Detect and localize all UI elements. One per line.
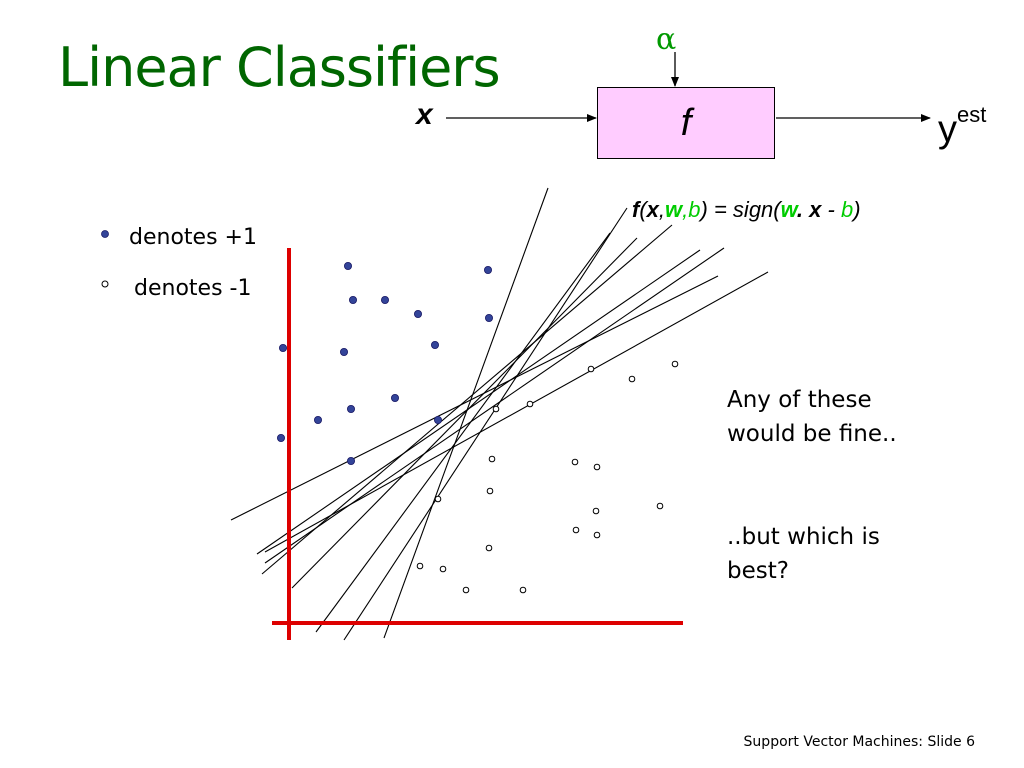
function-box: f: [597, 87, 775, 159]
separator-line-0: [383, 187, 549, 639]
alpha-symbol: α: [656, 22, 677, 57]
positive-point: [348, 295, 357, 304]
negative-point: [416, 562, 424, 570]
positive-point: [484, 313, 493, 322]
positive-point: [278, 343, 287, 352]
output-y: y: [938, 108, 957, 151]
separator-line-7: [230, 275, 719, 521]
positive-point: [313, 415, 322, 424]
input-x-label: x: [416, 98, 433, 131]
formula-w2: w: [780, 197, 797, 222]
separator-line-3: [291, 237, 638, 589]
negative-point: [671, 360, 679, 368]
negative-point: [628, 375, 636, 383]
note-which-best: ..but which is best?: [727, 520, 880, 588]
legend-positive-label: denotes +1: [129, 225, 257, 250]
formula-minus: -: [821, 197, 841, 222]
formula-b2: b: [840, 197, 854, 222]
legend-negative-marker: [101, 280, 109, 288]
negative-point: [462, 586, 470, 594]
formula-dot: .: [796, 197, 810, 222]
formula-x2: x: [809, 197, 822, 222]
positive-point: [346, 404, 355, 413]
legend-negative-label: denotes -1: [134, 276, 252, 301]
function-label: f: [680, 101, 692, 144]
negative-point: [439, 565, 447, 573]
note-line-1a: Any of these: [727, 387, 872, 413]
slide-footer: Support Vector Machines: Slide 6: [743, 734, 975, 750]
positive-point: [380, 295, 389, 304]
separator-line-6: [264, 247, 725, 564]
negative-point: [492, 405, 500, 413]
formula-mid: ) = sign(: [700, 197, 781, 222]
positive-point: [276, 433, 285, 442]
note-line-2a: ..but which is: [727, 524, 880, 550]
formula-comma2: ,: [682, 197, 689, 222]
note-line-2b: best?: [727, 558, 789, 584]
positive-point: [430, 340, 439, 349]
formula-b: b: [688, 197, 701, 222]
legend-negative: denotes -1: [100, 276, 251, 301]
negative-point: [572, 526, 580, 534]
formula-x: x: [646, 197, 659, 222]
positive-point: [339, 347, 348, 356]
separator-line-5: [256, 249, 701, 555]
positive-point: [346, 456, 355, 465]
negative-point: [656, 502, 664, 510]
negative-point: [593, 531, 601, 539]
positive-point: [413, 309, 422, 318]
negative-point: [434, 495, 442, 503]
negative-point: [571, 458, 579, 466]
legend-positive-marker: [101, 230, 109, 238]
separator-line-8: [264, 271, 769, 553]
positive-point: [483, 265, 492, 274]
negative-point: [519, 586, 527, 594]
negative-point: [587, 365, 595, 373]
negative-point: [488, 455, 496, 463]
separator-line-1: [343, 207, 628, 641]
output-est: est: [957, 102, 987, 127]
formula-comma1: ,: [658, 197, 666, 222]
classifier-formula: f(x,w,b) = sign(w. x - b): [632, 197, 861, 223]
output-y-est-label: yest: [938, 102, 986, 152]
negative-point: [526, 400, 534, 408]
positive-point: [433, 415, 442, 424]
separator-lines: [230, 187, 769, 641]
positive-point: [390, 393, 399, 402]
note-any-fine: Any of these would be fine..: [727, 383, 897, 451]
note-line-1b: would be fine..: [727, 421, 897, 447]
negative-point: [486, 487, 494, 495]
negative-point: [485, 544, 493, 552]
negative-point: [592, 507, 600, 515]
separator-line-2: [315, 232, 611, 633]
legend-positive: denotes +1: [103, 225, 257, 250]
data-points: [276, 261, 679, 594]
separator-line-4: [261, 224, 673, 575]
positive-point: [343, 261, 352, 270]
formula-w: w: [665, 197, 683, 222]
formula-f: f: [632, 197, 640, 222]
formula-close: ): [853, 197, 861, 222]
negative-point: [593, 463, 601, 471]
slide-title: Linear Classifiers: [58, 36, 501, 99]
formula-open: (: [639, 197, 647, 222]
